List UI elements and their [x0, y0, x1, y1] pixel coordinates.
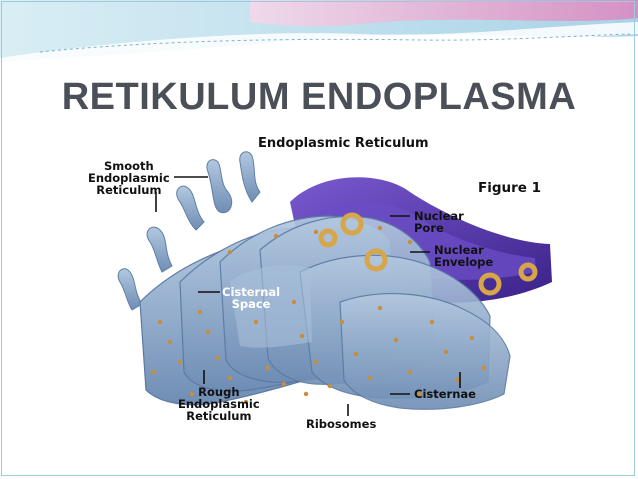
- label-nuclear-envelope: Nuclear Envelope: [434, 243, 494, 269]
- label-cisternal-space: Cisternal Space: [222, 285, 281, 311]
- figure-number: Figure 1: [478, 180, 542, 196]
- cisternal-space-shape: [230, 265, 312, 348]
- label-leaders: [155, 176, 461, 416]
- er-figure: Endoplasmic Reticulum Figure 1 Smooth En…: [80, 132, 558, 432]
- label-rough-er: Rough Endoplasmic Reticulum: [178, 385, 260, 423]
- smooth-er-tubules: [117, 151, 261, 311]
- header-pink-band: [250, 0, 638, 27]
- er-illustration: [117, 151, 552, 416]
- label-cisternae: Cisternae: [414, 387, 476, 401]
- label-smooth-er: Smooth Endoplasmic Reticulum: [88, 159, 170, 197]
- label-nuclear-pore: Nuclear Pore: [414, 209, 464, 235]
- ribosomes-dots: [151, 225, 487, 405]
- header-decoration: [0, 0, 638, 66]
- page-title: RETIKULUM ENDOPLASMA: [61, 76, 577, 118]
- nuclear-pores: [318, 212, 538, 296]
- header-dotted-line: [39, 33, 631, 53]
- figure-title: Endoplasmic Reticulum: [258, 136, 429, 151]
- label-ribosomes: Ribosomes: [306, 417, 377, 431]
- header-white-swoosh: [0, 22, 638, 66]
